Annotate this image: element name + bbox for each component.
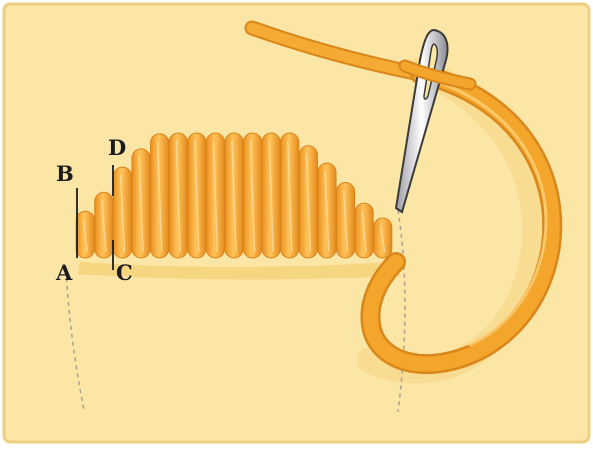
label-d: D <box>108 135 126 160</box>
label-b: B <box>56 161 74 186</box>
label-a: A <box>56 260 72 285</box>
label-c: C <box>116 260 133 285</box>
